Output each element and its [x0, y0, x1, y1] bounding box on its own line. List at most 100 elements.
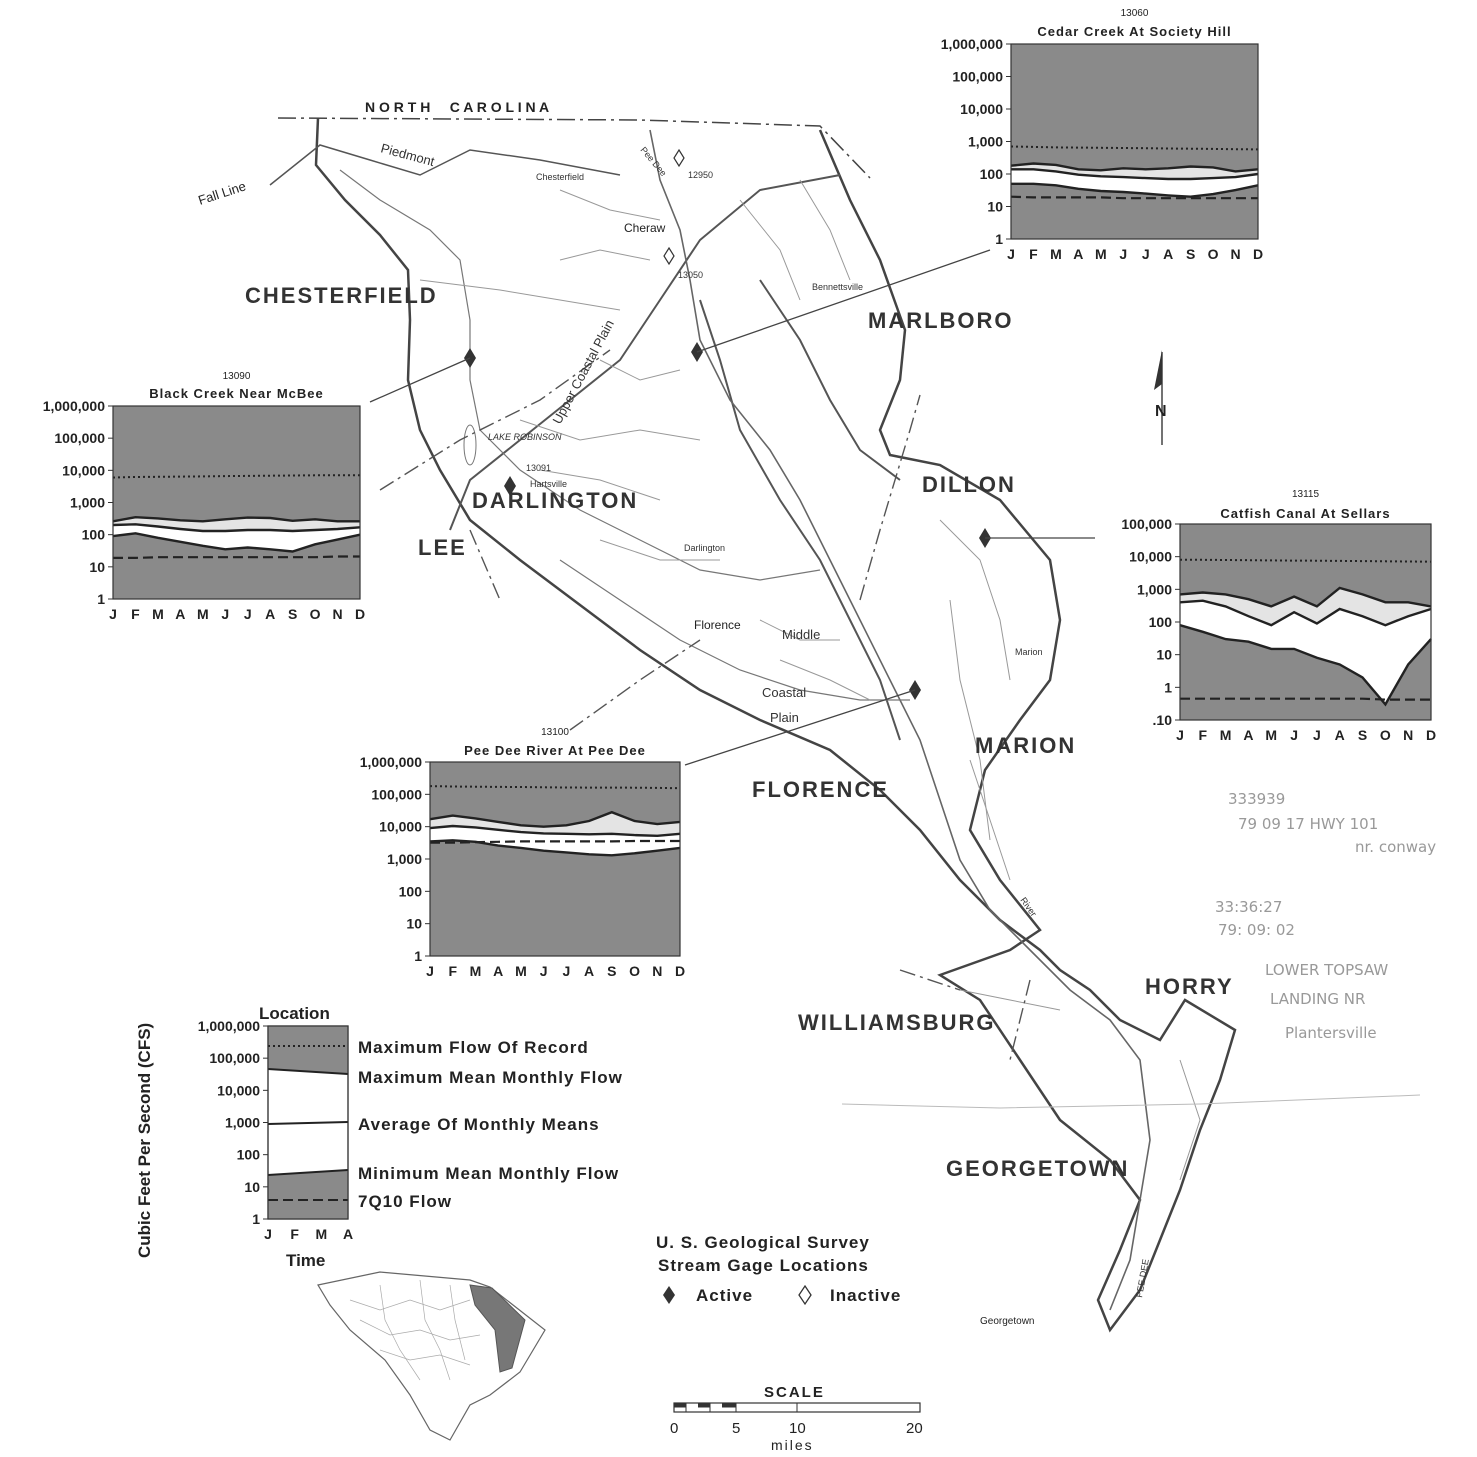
plain-label: Plain	[770, 710, 799, 725]
county-lines	[379, 349, 1031, 1061]
x-tick-label: O	[1208, 246, 1219, 262]
note-lat: 33:36:27	[1215, 898, 1282, 916]
x-tick-label: A	[1335, 727, 1345, 743]
chart-title: Black Creek Near McBee	[149, 386, 323, 401]
series-min-mean-monthly	[1011, 182, 1259, 198]
middle-coastal-boundary	[699, 299, 901, 741]
legend-y-tick-label: 100,000	[209, 1050, 260, 1066]
town-chesterfield: Chesterfield	[536, 172, 584, 182]
legend-max-mean-line	[267, 1068, 349, 1075]
y-tick-label: 10,000	[1129, 549, 1172, 565]
town-cheraw: Cheraw	[624, 221, 666, 235]
series-min-mean-monthly	[112, 532, 361, 553]
scale-title: SCALE	[764, 1384, 825, 1401]
x-tick-label: O	[629, 963, 640, 979]
note-lower-topsaw: LOWER TOPSAW	[1265, 961, 1388, 979]
note-landing-nr: LANDING NR	[1270, 990, 1365, 1008]
legend-band-high	[268, 1026, 348, 1074]
tributaries	[419, 179, 1201, 1181]
x-tick-label: J	[244, 606, 252, 622]
gage-legend-title-1: U. S. Geological Survey	[656, 1233, 870, 1252]
chart-gage-id: 13090	[223, 371, 251, 382]
x-tick-label: A	[175, 606, 185, 622]
x-tick-label: F	[448, 963, 457, 979]
x-tick-label: N	[1403, 727, 1413, 743]
lake-robinson-label: LAKE ROBINSON	[488, 432, 562, 442]
gage-id-13050: 13050	[678, 270, 703, 280]
state-label: N O R T H C A R O L I N A	[365, 99, 549, 115]
x-tick-label: A	[265, 606, 275, 622]
note-333939: 333939	[1228, 790, 1285, 808]
legend-y-axis-label: Cubic Feet Per Second (CFS)	[135, 1023, 154, 1258]
series-7q10-flow	[1010, 195, 1258, 200]
y-tick-label: 100,000	[371, 786, 422, 802]
series-max-mean-monthly	[429, 810, 681, 828]
x-tick-label: M	[1265, 727, 1277, 743]
y-tick-label: 10,000	[379, 819, 422, 835]
y-tick-label: 10	[1156, 647, 1172, 663]
legend-item-avg: Average Of Monthly Means	[358, 1115, 600, 1134]
town-georgetown: Georgetown	[980, 1316, 1034, 1327]
county-chesterfield: CHESTERFIELD	[245, 283, 438, 308]
legend-y-tick-label: 1,000,000	[198, 1018, 260, 1034]
chart-title: Pee Dee River At Pee Dee	[464, 743, 646, 758]
x-tick-label: D	[1426, 727, 1436, 743]
legend-x-tick-label: F	[290, 1226, 299, 1242]
legend-y-tick-label: 1,000	[225, 1115, 260, 1131]
series-7q10-flow	[430, 839, 680, 844]
x-tick-label: N	[1230, 246, 1240, 262]
y-tick-label: 10	[406, 916, 422, 932]
county-dillon: DILLON	[922, 472, 1016, 497]
x-tick-label: M	[197, 606, 209, 622]
y-tick-label: 10,000	[62, 462, 105, 478]
series-7q10-flow	[1180, 697, 1431, 701]
gage-inactive-icon[interactable]	[673, 148, 685, 168]
x-tick-label: D	[675, 963, 685, 979]
note-lon: 79: 09: 02	[1218, 921, 1295, 939]
gage-active-icon[interactable]	[504, 476, 516, 496]
gage-inactive-icon[interactable]	[663, 246, 675, 266]
series-average-monthly-means	[1011, 168, 1259, 181]
svg-text:N: N	[1155, 403, 1167, 420]
y-tick-label: 1,000,000	[941, 36, 1003, 52]
town-marion: Marion	[1015, 647, 1043, 657]
band-below-min-mean	[1180, 625, 1431, 720]
leader-lines	[369, 249, 1095, 766]
x-tick-label: J	[562, 963, 570, 979]
coastal-label: Coastal	[762, 685, 806, 700]
town-darlington: Darlington	[684, 543, 725, 553]
gage-id-13091: 13091	[526, 463, 551, 473]
legend-x-tick-label: J	[264, 1226, 272, 1242]
series-max-mean-monthly	[1010, 162, 1259, 173]
x-tick-label: O	[1380, 727, 1391, 743]
y-tick-label: 10,000	[960, 101, 1003, 117]
y-tick-label: 100,000	[952, 69, 1003, 85]
x-tick-label: N	[652, 963, 662, 979]
note-coords-hwy: 79 09 17 HWY 101	[1238, 815, 1378, 833]
x-tick-label: D	[355, 606, 365, 622]
x-tick-label: S	[1186, 246, 1195, 262]
y-tick-label: .10	[1153, 712, 1173, 728]
legend-time: Time	[286, 1251, 325, 1270]
county-horry: HORRY	[1145, 974, 1234, 999]
north-arrow-icon: N	[1154, 350, 1167, 445]
x-tick-label: S	[288, 606, 297, 622]
scale-tick-0: 0	[670, 1420, 678, 1437]
series-max-mean-monthly	[1179, 586, 1432, 608]
note-nr-conway: nr. conway	[1355, 838, 1436, 856]
inactive-diamond-icon	[798, 1284, 812, 1306]
x-tick-label: O	[310, 606, 321, 622]
x-tick-label: N	[332, 606, 342, 622]
band-above-max-mean	[113, 406, 360, 522]
x-tick-label: M	[1095, 246, 1107, 262]
jeffries-creek	[559, 559, 910, 701]
y-tick-label: 1	[414, 948, 422, 964]
y-tick-label: 1,000,000	[43, 398, 105, 414]
legend-location: Location	[259, 1004, 330, 1023]
x-tick-label: J	[1176, 727, 1184, 743]
